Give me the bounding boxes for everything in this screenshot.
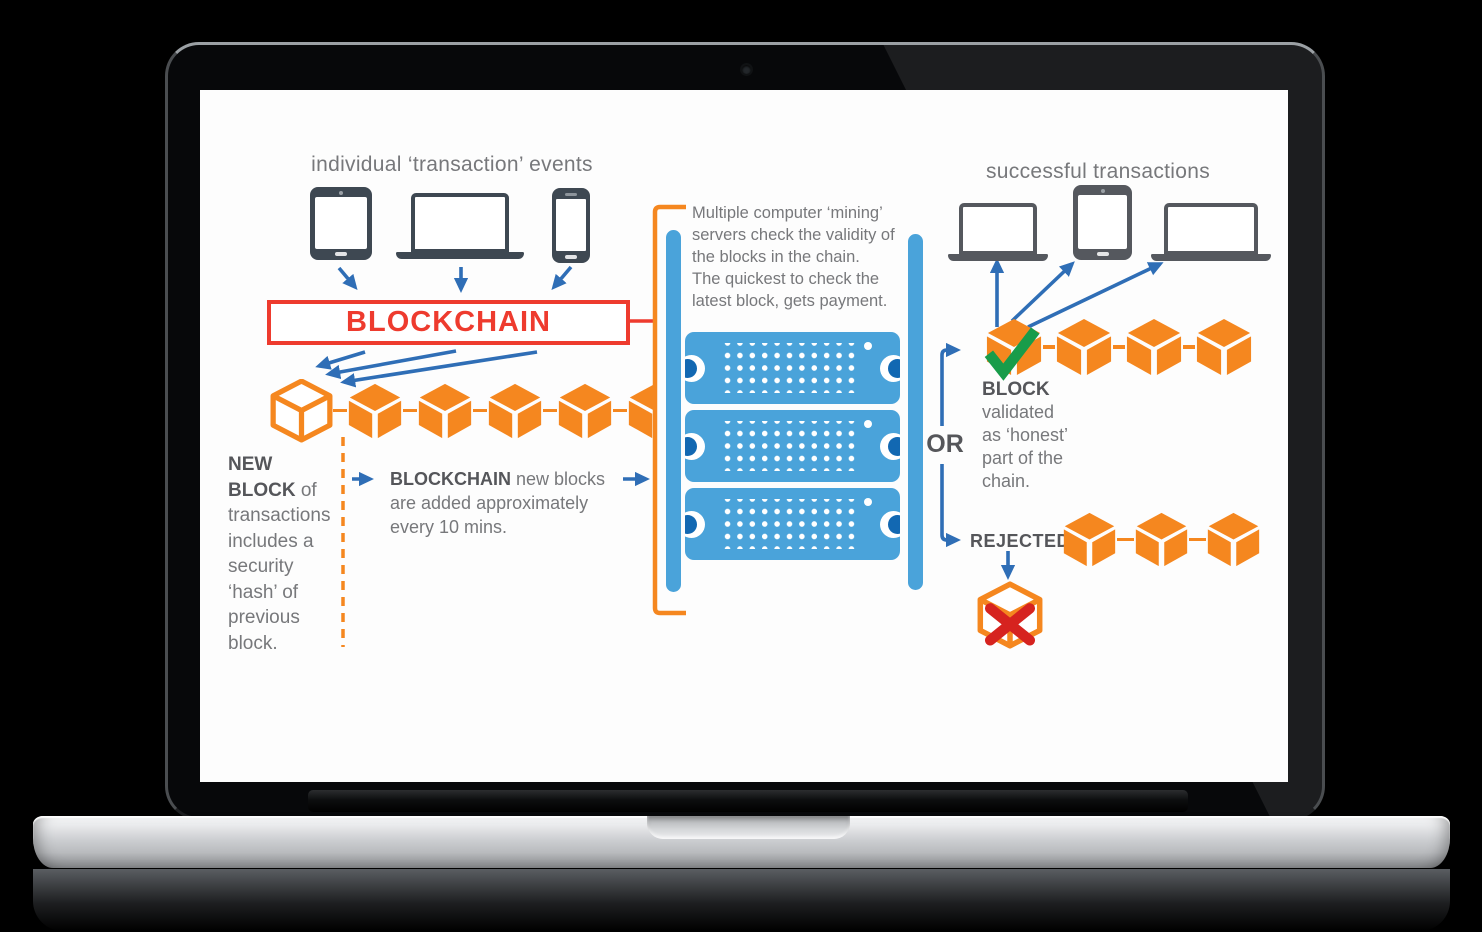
arrow-box-to-newblock-3 xyxy=(340,350,538,388)
block-cube-icon xyxy=(984,318,1042,381)
tablet-icon xyxy=(1073,185,1132,260)
mining-server-icon xyxy=(685,332,900,404)
or-bracket-top-arrow xyxy=(940,342,961,426)
chain-link xyxy=(333,408,347,413)
orange-bracket xyxy=(652,204,686,616)
rejected-block-x-icon xyxy=(977,581,1043,649)
block-cube-icon xyxy=(1196,318,1252,376)
laptop-icon xyxy=(1151,203,1271,261)
chain-link xyxy=(403,408,417,413)
block-cube-icon xyxy=(418,383,472,438)
block-cube-icon xyxy=(1063,512,1116,567)
diagram-arrows-layer xyxy=(315,204,1164,647)
tablet-icon xyxy=(310,187,372,260)
right-title: successful transactions xyxy=(986,160,1210,183)
mining-note: Multiple computer ‘mining’ servers check… xyxy=(692,204,895,310)
arrow-valid-to-laptop-b xyxy=(1027,262,1164,329)
arrow-box-to-newblock-2 xyxy=(325,349,457,380)
arrow-tablet-to-box xyxy=(337,266,358,291)
laptop-base xyxy=(33,816,1450,868)
laptop-icon xyxy=(948,203,1048,261)
smartphone-icon xyxy=(552,188,590,263)
block-cube-icon xyxy=(558,383,612,438)
arrow-phone-to-box xyxy=(551,265,573,291)
chain-link xyxy=(1113,345,1125,349)
blockchain-box: BLOCKCHAIN xyxy=(267,300,630,345)
phone-speaker-icon xyxy=(565,193,577,196)
block-cube-icon xyxy=(1135,512,1188,567)
chain-link xyxy=(613,408,627,413)
block-cube-icon xyxy=(1126,318,1182,376)
block-cube-icon xyxy=(488,383,542,438)
laptop-hinge xyxy=(308,790,1188,812)
laptop-screen: individual ‘transaction’ events BLOCKCHA… xyxy=(200,90,1288,782)
tablet-home-button-icon xyxy=(335,252,347,256)
tablet-home-button-icon xyxy=(1096,252,1109,256)
chain-link xyxy=(1183,345,1195,349)
or-label: OR xyxy=(926,430,964,458)
or-bracket-bottom-arrow xyxy=(940,464,961,548)
main-block-chain xyxy=(270,379,655,443)
server-rail-left xyxy=(666,230,681,592)
chain-link xyxy=(1189,537,1206,542)
server-stack xyxy=(685,332,900,566)
block-cube-icon xyxy=(977,581,1043,649)
laptop-icon xyxy=(396,193,524,259)
block-cube-icon xyxy=(628,383,655,438)
arrow-valid-to-tablet xyxy=(1010,261,1075,323)
chain-link xyxy=(1117,537,1134,542)
added-note: BLOCKCHAIN new blocks are added approxim… xyxy=(390,469,606,537)
chain-link xyxy=(1043,345,1055,349)
new-block-note: NEW BLOCK of transactions includes a sec… xyxy=(228,454,331,654)
mining-server-icon xyxy=(685,488,900,560)
mining-server-icon xyxy=(685,410,900,482)
validated-block-chain xyxy=(984,318,1253,381)
block-cube-icon xyxy=(270,379,333,443)
block-cube-icon xyxy=(1056,318,1112,376)
server-rail-right xyxy=(908,234,923,590)
phone-home-button-icon xyxy=(565,255,577,259)
check-icon xyxy=(984,327,1040,381)
tablet-camera-icon xyxy=(1100,189,1105,193)
chain-link xyxy=(543,408,557,413)
chain-link xyxy=(473,408,487,413)
tablet-camera-icon xyxy=(339,191,343,195)
laptop-lid: individual ‘transaction’ events BLOCKCHA… xyxy=(165,42,1325,820)
laptop-lid-notch xyxy=(647,816,850,839)
left-title: individual ‘transaction’ events xyxy=(311,153,593,176)
laptop-reflection xyxy=(33,869,1450,931)
validated-note: BLOCK validated as ‘honest’ part of the … xyxy=(982,379,1069,491)
webcam-icon xyxy=(742,65,751,74)
block-cube-icon xyxy=(1207,512,1260,567)
rejected-block-chain xyxy=(1062,512,1261,567)
block-cube-icon xyxy=(348,383,402,438)
arrow-box-to-newblock-1 xyxy=(315,350,366,370)
rejected-label: REJECTED xyxy=(970,531,1071,551)
cross-icon xyxy=(984,603,1036,646)
